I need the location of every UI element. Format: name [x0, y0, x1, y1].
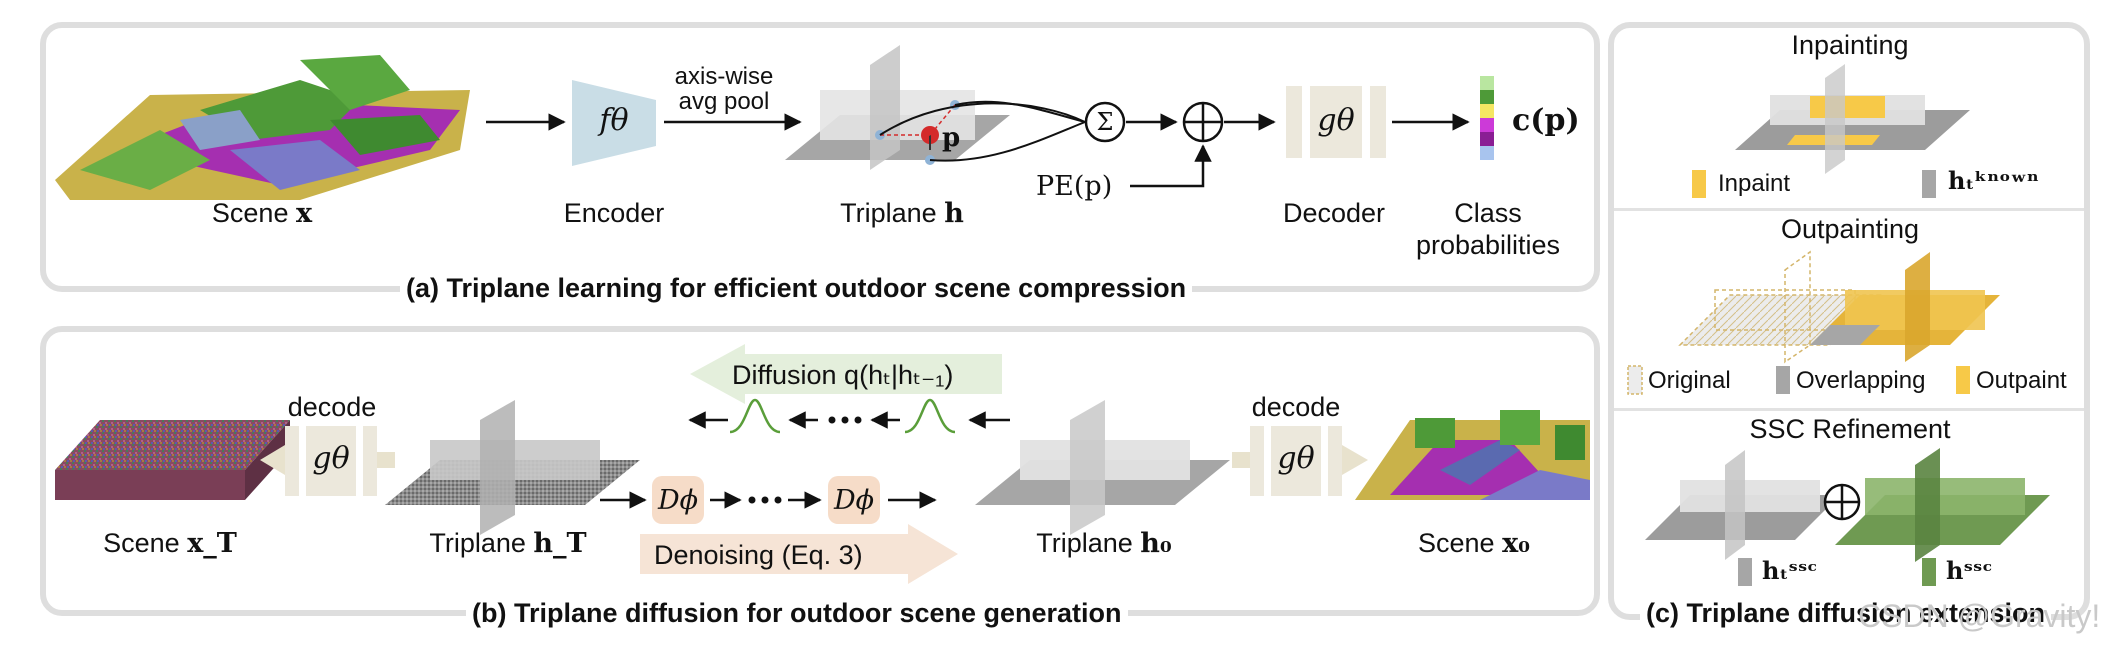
denoiser-block-1	[652, 476, 704, 524]
scene-xt-image	[55, 420, 290, 500]
scene-xt-label: Scene x_T	[103, 528, 237, 559]
decoder-left-symbol: gθ	[312, 441, 350, 476]
scene-x0-image	[1355, 410, 1590, 500]
inpainting-graphic	[1735, 64, 1970, 174]
decoder-label: Decoder	[1282, 198, 1386, 228]
triplane-h0	[975, 400, 1230, 535]
scene-x-image	[55, 55, 470, 200]
scene-x-label: Scene x	[211, 198, 313, 229]
decoder-symbol: gθ	[1317, 103, 1355, 138]
ssc-t-legend: hₜˢˢᶜ	[1762, 556, 1818, 585]
pool-label-line2: avg pool	[678, 88, 770, 115]
decoder-right-symbol: gθ	[1277, 441, 1315, 476]
triplane-ht	[385, 400, 640, 535]
triplane-h0-label: Triplane h₀	[1036, 528, 1172, 559]
outpaint-legend: Outpaint	[1976, 367, 2067, 394]
diffusion-arrow	[690, 344, 1002, 404]
denoiser-block-2	[828, 476, 880, 524]
denoiser-2-symbol: Dϕ	[833, 485, 875, 516]
overlapping-legend: Overlapping	[1796, 367, 1926, 394]
decode-right-arrow	[1342, 445, 1368, 475]
decode-left-label: decode	[287, 392, 377, 422]
panel-b-title: (b) Triplane diffusion for outdoor scene…	[466, 597, 1128, 629]
triplane-h-label: Triplane h	[840, 198, 964, 229]
denoiser-1-symbol: Dϕ	[657, 485, 699, 516]
original-legend: Original	[1648, 367, 1731, 394]
panel-c-divider-1	[1614, 208, 2084, 211]
known-legend: hₜᵏⁿᵒʷⁿ	[1948, 166, 2039, 195]
diffusion-label: Diffusion q(hₜ|hₜ₋₁)	[732, 360, 954, 390]
outpainting-title: Outpainting	[1780, 214, 1920, 244]
decode-right-label: decode	[1251, 392, 1341, 422]
ssc-refinement-graphic	[1645, 448, 2050, 562]
decode-left-arrow	[260, 445, 285, 475]
decoder-right-block	[1250, 426, 1342, 496]
triplane-ht-label: Triplane h_T	[429, 528, 587, 559]
panel-c-divider-2	[1614, 408, 2084, 411]
inpainting-title: Inpainting	[1791, 30, 1909, 60]
pool-label-line1: axis-wise	[674, 63, 774, 90]
encoder-block	[572, 80, 656, 166]
add-node	[1182, 101, 1224, 143]
ssc-title: SSC Refinement	[1749, 414, 1951, 444]
sum-node	[1084, 101, 1126, 143]
panel-a-title: (a) Triplane learning for efficient outd…	[400, 272, 1193, 304]
encoder-label: Encoder	[563, 198, 665, 228]
ssc-legend: hˢˢᶜ	[1946, 556, 1993, 585]
scene-x0-label: Scene x₀	[1417, 528, 1531, 559]
class-label-2: probabilities	[1415, 230, 1561, 260]
class-probability-bar	[1480, 76, 1494, 160]
panel-c-title: (c) Triplane diffusion extension	[1640, 597, 2052, 629]
sum-symbol: Σ	[1096, 108, 1114, 136]
decoder-block	[1286, 86, 1386, 158]
denoising-label: Denoising (Eq. 3)	[654, 540, 863, 570]
point-symbol: p	[942, 123, 961, 153]
encoder-symbol: fθ	[599, 103, 629, 138]
triplane-h	[785, 45, 1010, 170]
outpainting-graphic	[1678, 250, 2000, 364]
denoising-arrow	[640, 524, 958, 584]
decoder-left-block	[285, 426, 377, 496]
pe-label: PE(p)	[1036, 171, 1113, 202]
inpaint-legend: Inpaint	[1718, 170, 1791, 197]
class-label-1: Class	[1454, 198, 1522, 228]
watermark: CSDN @Gravity!	[1858, 598, 2101, 634]
output-symbol: c(p)	[1512, 103, 1580, 138]
